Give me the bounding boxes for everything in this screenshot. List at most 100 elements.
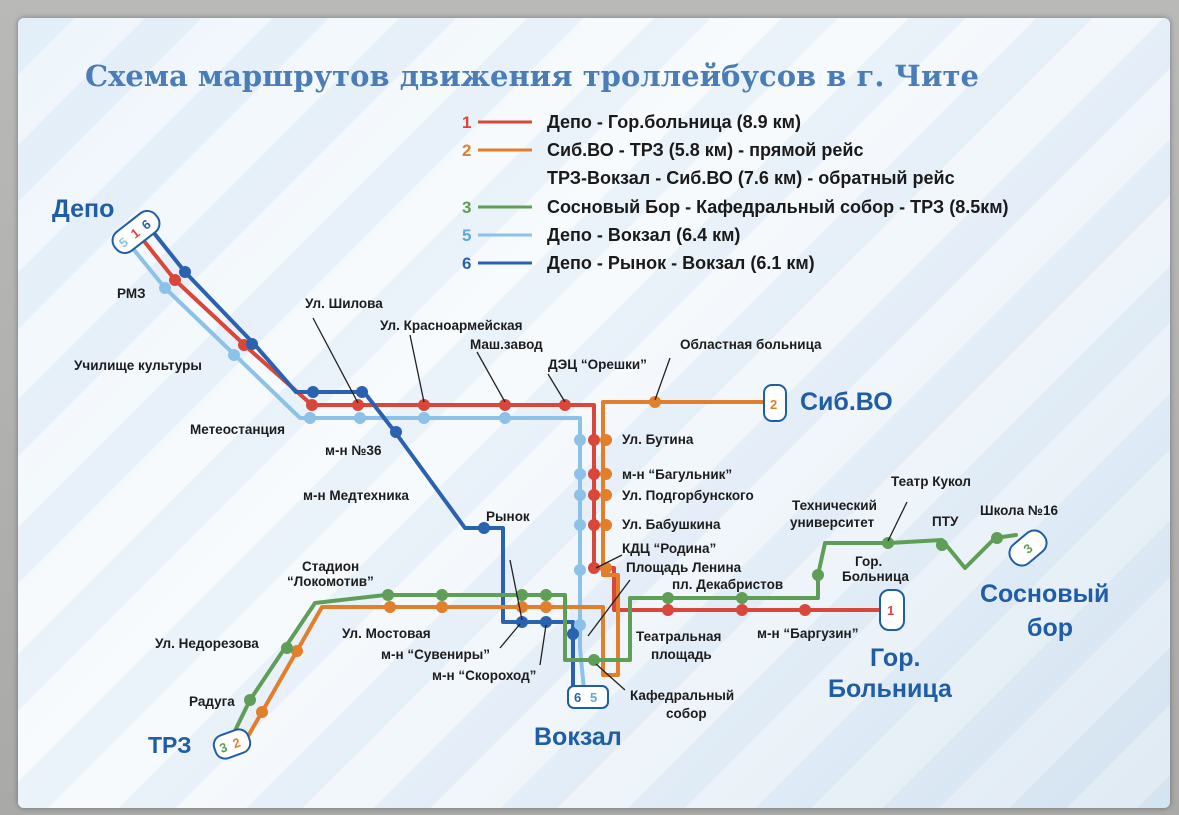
badge-depo: 5 1 6 [111,209,161,255]
stop-marker [567,628,579,640]
badge-trz-3: 3 [217,739,229,756]
leader-line [654,357,671,401]
terminal-sibvo: Сиб.ВО [800,388,893,416]
stop-marker [736,604,748,616]
leader-line [539,624,547,666]
legend-text-3: Сосновый Бор - Кафедральный собор - ТРЗ … [547,197,1009,217]
terminal-badges: 5 1 6 2 3 2 6 5 1 3 [111,209,1048,760]
legend-num-3: 3 [462,198,471,217]
legend-item-6: 6 Депо - Рынок - Вокзал (6.1 км) [462,253,815,273]
stop-marker [588,654,600,666]
legend-text-2: Сиб.ВО - ТРЗ (5.8 км) - прямой рейс [547,140,863,160]
stop-label-stadion: Стадион [302,559,359,574]
stop-label-raduga: Радуга [189,694,235,709]
badge-sibvo-2: 2 [770,397,777,412]
stop-marker [588,519,600,531]
stop-label-teatralnaya: Театральная [636,629,721,644]
legend-num-5: 5 [462,226,471,245]
stop-marker [436,589,448,601]
stop-marker [384,601,396,613]
stop-marker [600,519,612,531]
badge-vokzal: 6 5 [567,685,609,709]
stop-marker [588,489,600,501]
terminal-gor: Гор. [870,644,920,672]
stop-marker [936,539,948,551]
stop-label-bagulnik: м-н “Багульник” [622,467,732,482]
stop-marker [354,412,366,424]
legend-item-3: 3 Сосновый Бор - Кафедральный собор - ТР… [462,197,1009,217]
stop-marker [352,399,364,411]
legend-text-6: Депо - Рынок - Вокзал (6.1 км) [547,253,815,273]
leader-lines [312,317,908,691]
stop-marker [499,412,511,424]
stop-marker [736,592,748,604]
stop-label-babushkina: Ул. Бабушкина [622,517,721,532]
stop-label-butina: Ул. Бутина [622,432,694,447]
terminal-vokzal: Вокзал [534,723,622,751]
stop-marker [356,386,368,398]
stop-marker [574,489,586,501]
stop-label-uchilishche: Училище культуры [74,358,202,373]
stop-marker [662,592,674,604]
legend-item-2: 2 Сиб.ВО - ТРЗ (5.8 км) - прямой рейс [462,140,863,160]
stop-marker [291,645,303,657]
leader-line [547,373,566,403]
leader-line [595,663,626,691]
stop-marker [307,386,319,398]
leader-line [595,554,623,569]
stop-label-mashzavod: Маш.завод [470,337,543,352]
leader-line [587,579,631,637]
stop-marker [390,426,402,438]
stop-marker [516,601,528,613]
badge-vokzal-5: 5 [590,690,597,705]
stop-label-skorohod: м-н “Скороход” [432,668,536,683]
stop-marker [246,338,258,350]
stop-label-podgorbunskogo: Ул. Подгорбунского [622,488,754,503]
stop-marker [600,489,612,501]
stop-marker [306,399,318,411]
stop-marker [540,589,552,601]
stop-marker [516,589,528,601]
stop-marker [588,468,600,480]
stop-marker [179,266,191,278]
stop-marker [600,468,612,480]
stop-marker [649,396,661,408]
badge-vokzal-6: 6 [574,690,581,705]
stop-marker [304,412,316,424]
stop-markers [159,266,1003,718]
leader-line [409,334,425,403]
legend-num-6: 6 [462,254,471,273]
legend-item-1: 1 Депо - Гор.больница (8.9 км) [462,112,801,132]
stop-label-rodina: КДЦ “Родина” [622,541,716,556]
stop-marker [169,274,181,286]
terminal-trz: ТРЗ [148,732,192,758]
leader-line [312,317,359,404]
stop-label-dekabristov: пл. Декабристов [672,577,783,592]
stop-marker [418,412,430,424]
stop-marker [436,601,448,613]
legend-text-5: Депо - Вокзал (6.4 км) [547,225,740,245]
legend-item-5: 5 Депо - Вокзал (6.4 км) [462,225,740,245]
route-2-line [238,400,766,752]
badge-sibvo: 2 [763,384,787,422]
legend-text-1: Депо - Гор.больница (8.9 км) [547,112,801,132]
stop-label-krasnoarm: Ул. Красноармейская [380,318,523,333]
stop-labels: РМЗ Училище культуры Метеостанция Ул. Ши… [74,286,1058,721]
stop-marker [540,616,552,628]
badge-sosn: 3 [1008,529,1048,567]
stop-marker [812,569,824,581]
stop-label-oblbol: Областная больница [680,337,822,352]
terminal-sosnovy: Сосновый [980,580,1109,608]
stop-marker [478,522,490,534]
stop-marker [588,562,600,574]
stop-marker [244,694,256,706]
stop-label-shilova: Ул. Шилова [305,296,383,311]
stop-label-lenina: Площадь Ленина [626,560,742,575]
legend-item-2b: ТРЗ-Вокзал - Сиб.ВО (7.6 км) - обратный … [547,168,955,188]
legend: 1 Депо - Гор.больница (8.9 км) 2 Сиб.ВО … [462,112,1009,273]
map-title: Схема маршрутов движения троллейбусов в … [85,59,979,93]
stop-label-gorbol-2: Больница [842,569,909,584]
leader-line [509,559,523,621]
badge-gor-1: 1 [887,603,894,618]
